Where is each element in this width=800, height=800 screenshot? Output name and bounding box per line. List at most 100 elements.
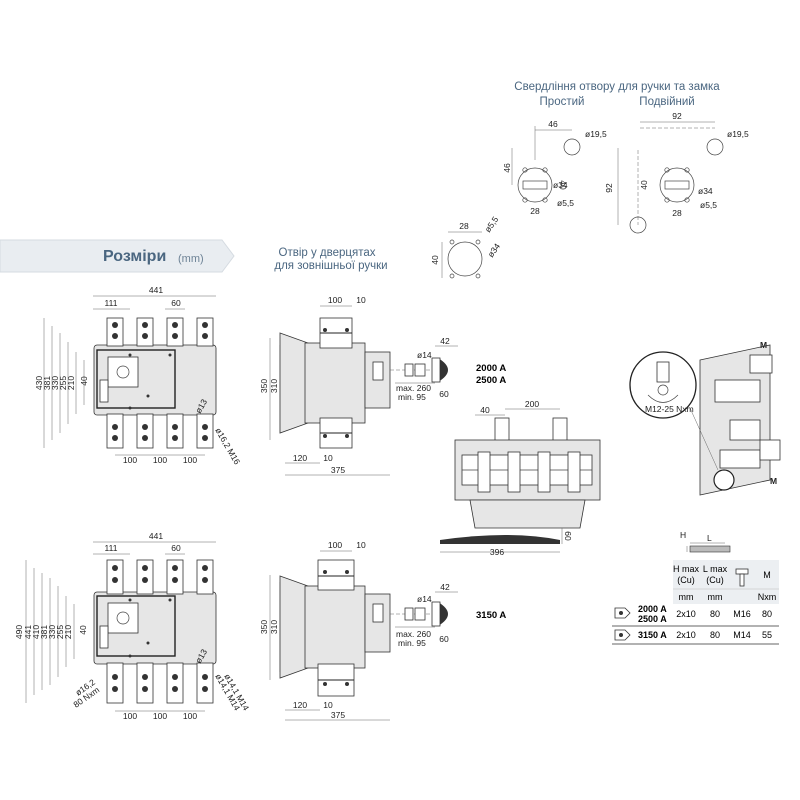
front-top-pitch-3: 100 <box>183 455 197 465</box>
front-bottom-h441: 441 <box>23 625 33 639</box>
front-bottom-h490: 490 <box>14 625 24 639</box>
side-top-rating-2: 2500 A <box>476 375 506 386</box>
simple-dim-28: 28 <box>530 206 540 216</box>
connection-table: H L H max (Cu) L max (Cu) M mm mm Nxm 20… <box>612 530 779 645</box>
simple-dim-46-side: 46 <box>502 163 512 173</box>
side-view-3150a: 100 10 350 310 42 ø14 max. 260 min. 95 6… <box>259 540 506 721</box>
side-bottom-min: min. 95 <box>398 638 426 648</box>
table-row1-rating-2: 2500 A <box>638 614 667 624</box>
front-top-pitch-2: 100 <box>153 455 167 465</box>
torque-m-top: M <box>760 340 767 350</box>
door-hole-diagram: 28 ø5,5 ø34 40 <box>430 214 502 279</box>
front-bottom-h410: 410 <box>31 625 41 639</box>
table-unit-h: mm <box>679 592 694 602</box>
side-top-d42: 42 <box>440 336 450 346</box>
front-bottom-h330: 330 <box>47 625 57 639</box>
front-top-h330: 330 <box>50 376 60 390</box>
front-view-3150a: 441 111 60 490 441 410 381 330 255 210 4… <box>14 531 251 721</box>
table-row1-m: 80 <box>762 609 772 619</box>
simple-phi195: ø19,5 <box>585 129 607 139</box>
front-top-h255: 255 <box>58 376 68 390</box>
table-header-hmax-1: H max <box>673 564 700 574</box>
double-dim-40: 40 <box>639 180 649 190</box>
side-top-w10: 10 <box>356 295 366 305</box>
side-top-b10: 10 <box>323 453 333 463</box>
table-header-m: M <box>763 570 771 580</box>
front-top-w111: 111 <box>105 298 118 308</box>
front-bottom-pitch-2: 100 <box>153 711 167 721</box>
drilling-double-diagram: 92 ø19,5 92 40 ø34 ø5,5 28 <box>604 111 749 234</box>
side-bottom-b120: 120 <box>293 700 307 710</box>
lug-icon <box>614 629 631 641</box>
table-row: 3150 A 2x10 80 M14 55 <box>614 629 772 641</box>
side-top-h310: 310 <box>269 379 279 393</box>
front-bottom-h40: 40 <box>78 625 88 635</box>
table-header-lmax-1: L max <box>703 564 728 574</box>
table-row1-screw: M16 <box>733 609 751 619</box>
torque-label: M12-25 Nxm <box>645 404 694 414</box>
front-bottom-h381: 381 <box>39 625 49 639</box>
banner-title: Розміри <box>103 248 166 265</box>
table-row2-h: 2x10 <box>676 630 696 640</box>
table-row2-m: 55 <box>762 630 772 640</box>
front-top-hole: ø16,2 M16 <box>213 426 242 466</box>
banner-unit: (mm) <box>178 253 204 265</box>
table-unit-m: Nxm <box>758 592 777 602</box>
table-row1-h: 2x10 <box>676 609 696 619</box>
side-bottom-phi14: ø14 <box>417 594 432 604</box>
front-bottom-h210: 210 <box>63 625 73 639</box>
side-top-max: max. 260 <box>396 383 431 393</box>
drilling-title: Свердління отвору для ручки та замка <box>514 81 720 93</box>
simple-dim-40: 40 <box>558 180 568 190</box>
table-l-label: L <box>707 533 712 543</box>
side-bottom-d42: 42 <box>440 582 450 592</box>
side-top-w100: 100 <box>328 295 342 305</box>
front-bottom-w441: 441 <box>149 531 163 541</box>
door-dim-28: 28 <box>459 221 469 231</box>
door-phi34: ø34 <box>485 241 502 259</box>
dimensions-banner: Розміри (mm) <box>0 239 235 273</box>
front-top-h381: 381 <box>42 376 52 390</box>
side-bottom-w10: 10 <box>356 540 366 550</box>
busbar-w396: 396 <box>490 547 504 557</box>
double-dim-92-side: 92 <box>604 183 614 193</box>
drilling-simple-diagram: 46 ø19,5 46 40 ø34 ø5,5 28 <box>502 119 607 216</box>
torque-m-bottom: M <box>770 476 777 486</box>
door-dim-40: 40 <box>430 255 440 265</box>
simple-phi34: ø34 <box>553 180 568 190</box>
lug-icon <box>614 607 631 619</box>
side-bottom-w100: 100 <box>328 540 342 550</box>
double-phi55: ø5,5 <box>700 200 717 210</box>
side-bottom-d60: 60 <box>439 634 449 644</box>
door-phi55: ø5,5 <box>482 214 500 234</box>
simple-phi55: ø5,5 <box>557 198 574 208</box>
side-top-b375: 375 <box>331 465 345 475</box>
side-bottom-h310: 310 <box>269 620 279 634</box>
busbar-w200: 200 <box>525 399 539 409</box>
front-bottom-pitch-1: 100 <box>123 711 137 721</box>
side-bottom-h350: 350 <box>259 620 269 634</box>
double-dim-92-top: 92 <box>672 111 682 121</box>
side-bottom-max: max. 260 <box>396 629 431 639</box>
door-hole-caption-2: для зовнішньої ручки <box>274 260 387 272</box>
table-row1-l: 80 <box>710 609 720 619</box>
table-header-hmax-2: (Cu) <box>677 575 695 585</box>
side-bottom-b10: 10 <box>323 700 333 710</box>
front-top-h40: 40 <box>79 376 89 386</box>
table-row: 2000 A 2500 A 2x10 80 M16 80 <box>614 604 772 624</box>
side-bottom-b375: 375 <box>331 710 345 720</box>
front-bottom-h255: 255 <box>55 625 65 639</box>
table-header-lmax-2: (Cu) <box>706 575 724 585</box>
front-bottom-w60: 60 <box>171 543 181 553</box>
table-row2-rating: 3150 A <box>638 630 667 640</box>
front-top-w441: 441 <box>149 285 163 295</box>
side-bottom-rating: 3150 A <box>476 610 506 621</box>
side-top-phi14: ø14 <box>417 350 432 360</box>
door-hole-caption-1: Отвір у дверцятах <box>279 247 376 259</box>
simple-dim-46-top: 46 <box>548 119 558 129</box>
side-top-min: min. 95 <box>398 392 426 402</box>
drilling-simple-label: Простий <box>540 96 585 108</box>
torque-detail: M12-25 Nxm M M <box>629 340 781 496</box>
busbar-h60: 60 <box>563 531 573 541</box>
